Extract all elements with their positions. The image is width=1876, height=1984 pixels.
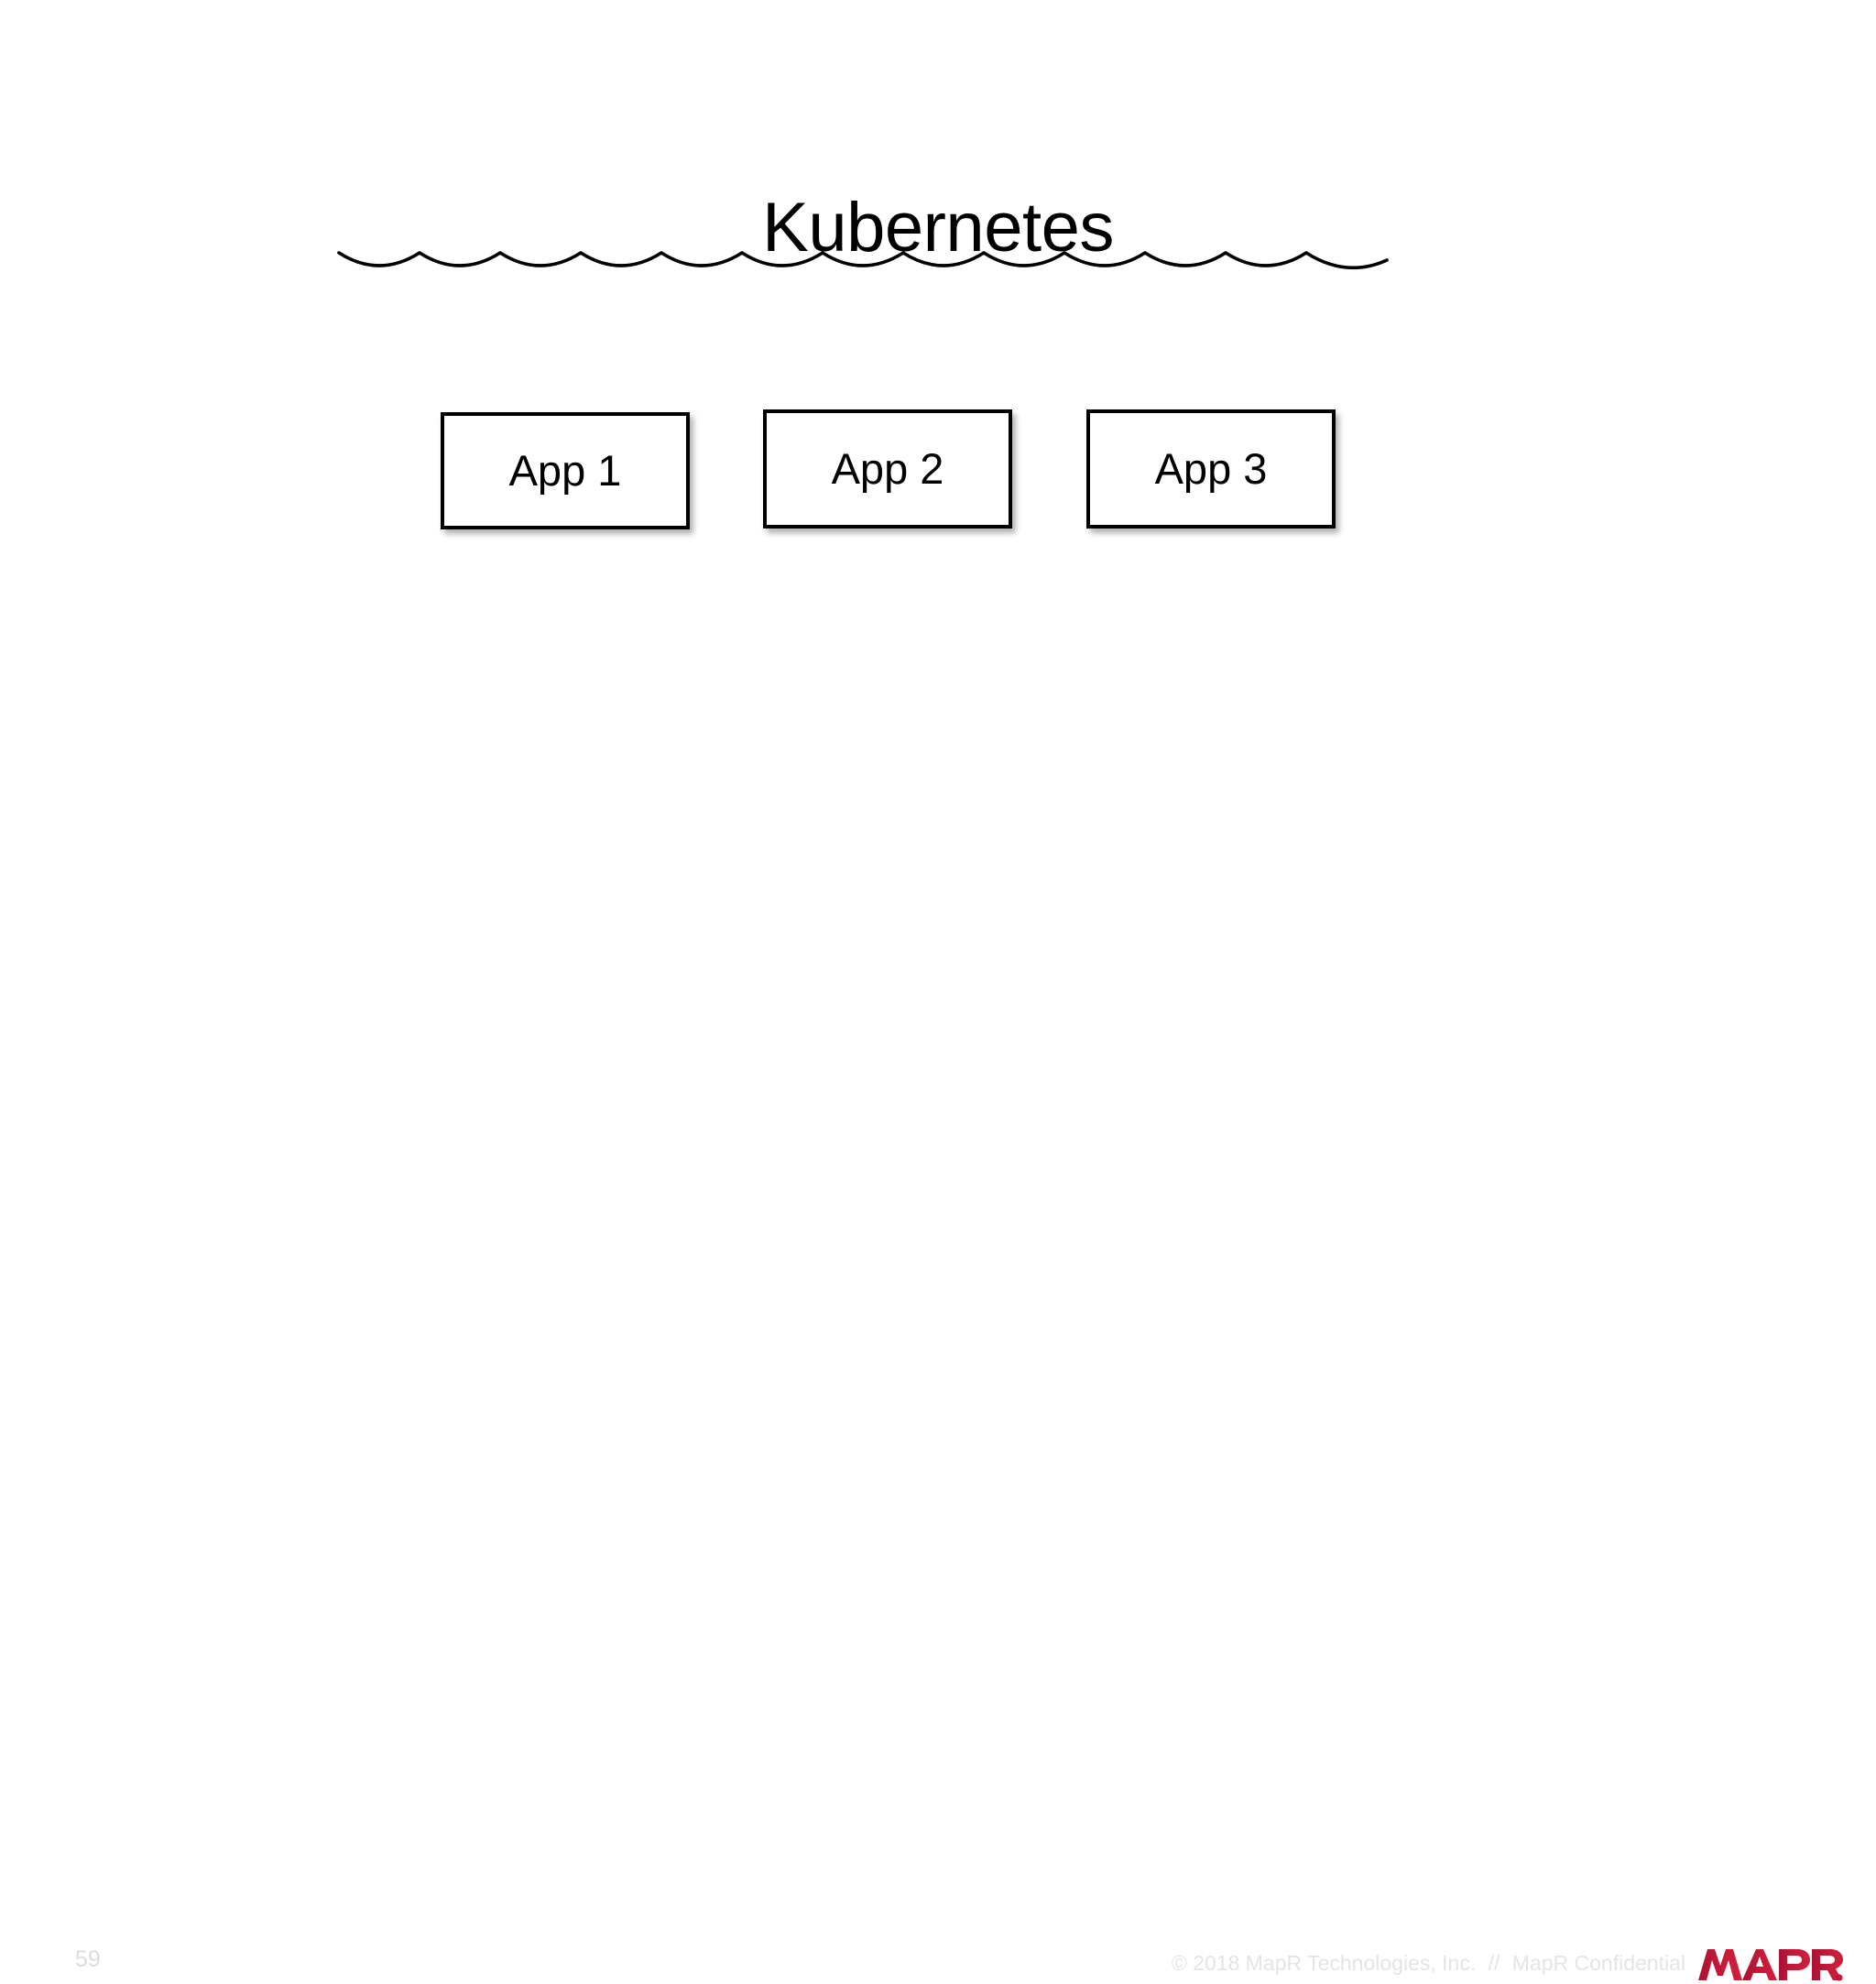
app-boxes-group: App 1 App 2 App 3 [441, 409, 1336, 529]
mapr-logo [1696, 1946, 1843, 1984]
app-box-2[interactable]: App 2 [763, 409, 1012, 529]
page-number: 59 [75, 1946, 101, 1972]
mapr-wordmark-glyphs [1698, 1949, 1843, 1981]
slide-footer: 59 © 2018 MapR Technologies, Inc. // Map… [0, 954, 1876, 1981]
wave-underline [332, 240, 1403, 280]
mapr-logo-svg [1698, 1949, 1843, 1981]
footer-separator: // [1488, 1951, 1500, 1975]
app-box-2-label: App 2 [831, 443, 944, 493]
app-box-1[interactable]: App 1 [441, 412, 690, 529]
slide-canvas: Kubernetes App 1 App 2 App 3 59 © 2018 M… [0, 147, 1876, 1981]
wave-path [337, 251, 1389, 270]
app-box-3[interactable]: App 3 [1086, 409, 1336, 529]
footer-copyright: © 2018 MapR Technologies, Inc. [1171, 1951, 1477, 1975]
footer-confidentiality: MapR Confidential [1511, 1951, 1685, 1975]
title-block: Kubernetes [0, 147, 1876, 310]
app-box-1-label: App 1 [508, 445, 622, 495]
app-box-3-label: App 3 [1154, 443, 1268, 493]
footer-note: © 2018 MapR Technologies, Inc. // MapR C… [1172, 1953, 1685, 1974]
wave-underline-svg [337, 251, 1389, 270]
page-title: Kubernetes [762, 188, 1114, 267]
